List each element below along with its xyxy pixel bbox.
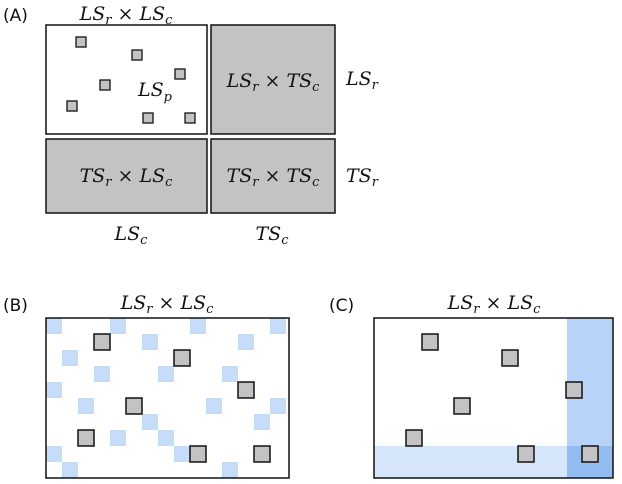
nonzero-square: [75, 36, 87, 48]
blue-pattern-cell: [270, 318, 286, 334]
nonzero-square: [517, 445, 535, 463]
nonzero-square: [93, 333, 111, 351]
row-label-ls-r: LSr: [345, 68, 379, 93]
blue-pattern-cell: [142, 414, 158, 430]
nonzero-square: [173, 349, 191, 367]
panel-b-blue-pattern: [46, 318, 286, 478]
blue-pattern-cell: [190, 318, 206, 334]
col-label-ts-c: TSc: [256, 223, 290, 248]
nonzero-square: [405, 429, 423, 447]
blue-pattern-cell: [110, 430, 126, 446]
panel-a-top-title: LSr × LSc: [79, 3, 174, 28]
block-ls-r-ts-c: [210, 24, 336, 135]
blue-pattern-cell: [78, 398, 94, 414]
panel-c-title: LSr × LSc: [447, 292, 542, 317]
nonzero-square: [184, 112, 196, 124]
blue-pattern-cell: [158, 430, 174, 446]
blue-pattern-cell: [46, 318, 62, 334]
panel-b: (B) LSr × LSc: [3, 292, 290, 479]
blue-pattern-cell: [46, 446, 62, 462]
blue-pattern-cell: [174, 446, 190, 462]
blue-pattern-cell: [142, 334, 158, 350]
nonzero-square: [565, 381, 583, 399]
nonzero-square: [174, 68, 186, 80]
block-ts-r-ls-c: [45, 138, 208, 214]
panel-c-matrix-frame: [373, 317, 614, 479]
block-ts-r-ts-c: [210, 138, 336, 214]
blue-pattern-cell: [238, 334, 254, 350]
block-label-ts-r-ts-c: TSr × TSc: [227, 165, 321, 190]
blue-pattern-cell: [270, 398, 286, 414]
blue-pattern-cell: [222, 462, 238, 478]
nonzero-square: [131, 49, 143, 61]
nonzero-square: [501, 349, 519, 367]
block-label-ts-r-ls-c: TSr × LSc: [80, 165, 174, 190]
panel-a: (A) LSr × LSc LSp LSr × TSc TSr × LSc TS…: [3, 3, 379, 248]
nonzero-square: [99, 79, 111, 91]
nonzero-square: [66, 100, 78, 112]
nonzero-square: [421, 333, 439, 351]
panel-b-label: (B): [3, 296, 28, 316]
blue-pattern-cell: [110, 318, 126, 334]
blue-pattern-cell: [62, 350, 78, 366]
blue-pattern-cell: [206, 398, 222, 414]
nonzero-square: [453, 397, 471, 415]
block-label-ls-p: LSp: [137, 79, 173, 105]
nonzero-square: [237, 381, 255, 399]
panel-b-matrix-frame: [45, 317, 290, 479]
blue-pattern-cell: [254, 414, 270, 430]
nonzero-square: [125, 397, 143, 415]
blue-pattern-cell: [222, 366, 238, 382]
blue-pattern-cell: [46, 382, 62, 398]
blue-pattern-cell: [94, 366, 110, 382]
panel-a-label: (A): [3, 6, 28, 26]
blue-pattern-cell: [62, 462, 78, 478]
nonzero-square: [253, 445, 271, 463]
nonzero-square: [581, 445, 599, 463]
block-label-ls-r-ts-c: LSr × TSc: [226, 70, 321, 95]
panel-b-title: LSr × LSc: [120, 292, 215, 317]
nonzero-square: [142, 112, 154, 124]
nonzero-square: [77, 429, 95, 447]
row-label-ts-r: TSr: [346, 165, 379, 190]
panel-c-label: (C): [329, 296, 354, 316]
col-label-ls-c: LSc: [114, 223, 149, 248]
blue-pattern-cell: [158, 366, 174, 382]
panel-c: (C) LSr × LSc: [329, 292, 614, 479]
nonzero-square: [189, 445, 207, 463]
